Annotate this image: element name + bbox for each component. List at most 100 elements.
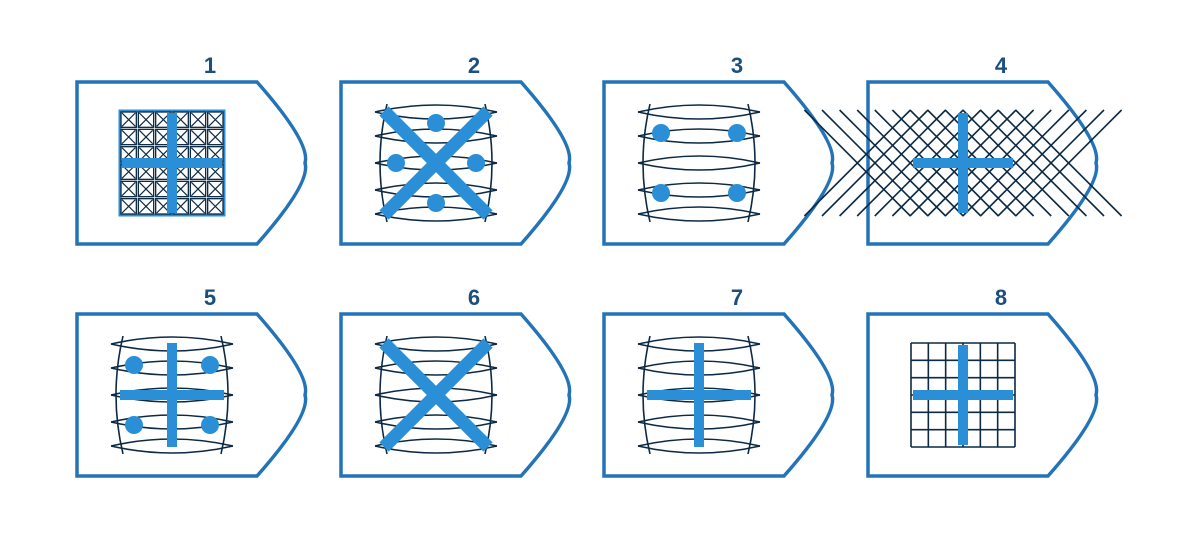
saltire-bar [379, 338, 493, 452]
grid-cell [120, 180, 137, 198]
cell-diagonal [138, 181, 154, 197]
grid-cell [120, 128, 137, 146]
cell-diagonal [121, 112, 136, 127]
grid-cell [207, 180, 224, 198]
panel-4 [803, 80, 1123, 246]
panel-number: 4 [994, 53, 1008, 78]
dot-marker [201, 356, 219, 374]
panel-6 [339, 312, 572, 478]
lattice-line [962, 109, 1070, 217]
dot-marker [125, 356, 143, 374]
horizontal-thread [637, 445, 761, 454]
cell-diagonal [208, 112, 223, 127]
lattice-line [997, 109, 1105, 217]
lattice-line [821, 109, 929, 217]
shield-outline [602, 80, 835, 246]
lattice-line [856, 109, 964, 217]
grid-cell [207, 128, 224, 146]
vertical-thread [115, 335, 124, 455]
dot-marker [201, 416, 219, 434]
vertical-thread [220, 335, 229, 455]
panel-pattern [374, 335, 498, 455]
horizontal-thread [374, 182, 498, 191]
panel-number: 2 [467, 53, 481, 78]
panel-8 [866, 312, 1099, 478]
cell-diagonal [190, 181, 206, 197]
cell-diagonal [190, 199, 206, 214]
grid-cell [189, 180, 207, 198]
panel-number: 8 [994, 285, 1008, 310]
horizontal-thread [374, 360, 498, 369]
panel-1 [75, 80, 308, 246]
horizontal-thread [374, 367, 498, 376]
horizontal-thread [637, 104, 761, 113]
grid-frame [118, 109, 226, 217]
grid-cell [120, 111, 137, 128]
vertical-thread [642, 103, 651, 223]
grid-cell [137, 111, 155, 128]
panel-pattern [637, 335, 761, 455]
dot-marker [427, 194, 445, 212]
grid-cell [137, 128, 155, 146]
cell-diagonal [138, 112, 154, 127]
dot-marker [387, 154, 405, 172]
panel-pattern [118, 109, 226, 217]
lattice-line [1015, 109, 1123, 217]
horizontal-thread [637, 111, 761, 120]
cell-diagonal [208, 199, 223, 214]
grid-cell [189, 198, 207, 215]
horizontal-thread [110, 445, 234, 454]
lattice-line [979, 109, 1087, 217]
cell-diagonal [138, 129, 154, 145]
panel-number: 7 [730, 285, 744, 310]
panel-pattern [374, 103, 498, 223]
panel-7 [602, 312, 835, 478]
grid-cell [207, 111, 224, 128]
panel-number: 3 [730, 53, 744, 78]
horizontal-thread [637, 206, 761, 215]
horizontal-thread [637, 336, 761, 345]
grid-cell [120, 198, 137, 215]
panel-pattern [110, 335, 234, 455]
horizontal-thread [110, 336, 234, 345]
vertical-thread [747, 335, 756, 455]
grid-cell [189, 128, 207, 146]
grid-cell [207, 198, 224, 215]
cell-diagonal [138, 199, 154, 214]
panel-pattern [803, 109, 1123, 217]
cell-diagonal [121, 199, 136, 214]
panel-number: 1 [203, 53, 217, 78]
grid-cell [137, 198, 155, 215]
horizontal-thread [637, 128, 761, 137]
dot-marker [125, 416, 143, 434]
horizontal-thread [637, 189, 761, 198]
horizontal-thread [637, 182, 761, 191]
dot-marker [652, 184, 670, 202]
dot-marker [427, 114, 445, 132]
horizontal-thread [637, 162, 761, 171]
cell-diagonal [208, 129, 223, 145]
vertical-thread [747, 103, 756, 223]
dot-marker [728, 184, 746, 202]
cell-diagonal [121, 129, 136, 145]
panel-number: 6 [467, 285, 481, 310]
panel-pattern [910, 342, 1016, 448]
panel-number: 5 [203, 285, 217, 310]
dot-marker [728, 124, 746, 142]
dot-marker [652, 124, 670, 142]
panel-pattern [637, 103, 761, 223]
grid-cell [189, 111, 207, 128]
lattice-line [803, 109, 911, 217]
panel-3 [602, 80, 835, 246]
horizontal-thread [374, 135, 498, 144]
horizontal-thread [637, 155, 761, 164]
cell-diagonal [190, 112, 206, 127]
horizontal-thread [374, 421, 498, 430]
horizontal-thread [637, 135, 761, 144]
vertical-thread [642, 335, 651, 455]
grid-cell [137, 180, 155, 198]
panel-5 [75, 312, 308, 478]
cell-diagonal [190, 129, 206, 145]
lattice-line [839, 109, 947, 217]
